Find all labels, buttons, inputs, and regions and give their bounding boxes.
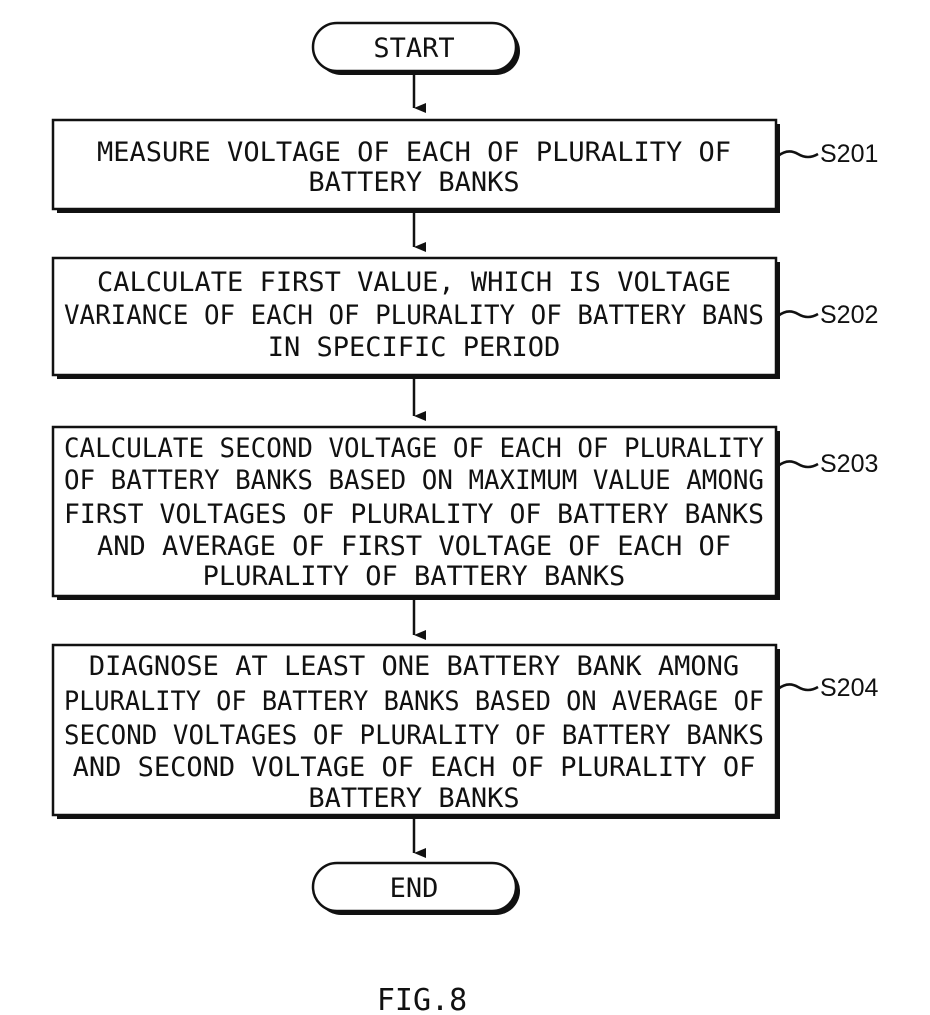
process-box-s202: CALCULATE FIRST VALUE, WHICH IS VOLTAGE … [53,258,780,379]
s203-line-2: OF BATTERY BANKS BASED ON MAXIMUM VALUE … [64,465,764,496]
s204-line-2: PLURALITY OF BATTERY BANKS BASED ON AVER… [64,686,764,717]
s203-leader [778,461,818,467]
s201-leader [778,151,818,157]
s204-line-1: DIAGNOSE AT LEAST ONE BATTERY BANK AMONG [89,651,739,682]
s203-step-label: S203 [820,450,878,478]
s204-line-4: AND SECOND VOLTAGE OF EACH OF PLURALITY … [73,752,756,783]
figure-label: FIG.8 [377,983,467,1015]
process-box-s204: DIAGNOSE AT LEAST ONE BATTERY BANK AMONG… [53,645,780,819]
start-label: START [373,33,454,64]
s202-line-3: IN SPECIFIC PERIOD [268,332,561,363]
process-box-s201: MEASURE VOLTAGE OF EACH OF PLURALITY OF … [53,120,780,213]
s202-step-label: S202 [820,301,878,329]
s203-line-5: PLURALITY OF BATTERY BANKS [203,561,626,592]
s204-step-label: S204 [820,674,878,702]
s202-line-1: CALCULATE FIRST VALUE, WHICH IS VOLTAGE [97,267,731,298]
s204-line-3: SECOND VOLTAGES OF PLURALITY OF BATTERY … [64,720,764,751]
s201-step-label: S201 [820,140,878,168]
s204-line-5: BATTERY BANKS [308,783,519,814]
start-terminal: START [313,23,520,75]
process-box-s203: CALCULATE SECOND VOLTAGE OF EACH OF PLUR… [53,427,780,600]
s203-line-3: FIRST VOLTAGES OF PLURALITY OF BATTERY B… [64,499,764,530]
s203-line-4: AND AVERAGE OF FIRST VOLTAGE OF EACH OF [97,531,731,562]
s203-line-1: CALCULATE SECOND VOLTAGE OF EACH OF PLUR… [64,433,764,464]
end-terminal: END [313,863,520,915]
s204-leader [778,684,818,690]
s202-leader [778,311,818,317]
s202-line-2: VARIANCE OF EACH OF PLURALITY OF BATTERY… [64,300,764,331]
s201-line-1: MEASURE VOLTAGE OF EACH OF PLURALITY OF [97,137,731,168]
end-label: END [390,873,439,904]
s201-line-2: BATTERY BANKS [308,167,519,198]
